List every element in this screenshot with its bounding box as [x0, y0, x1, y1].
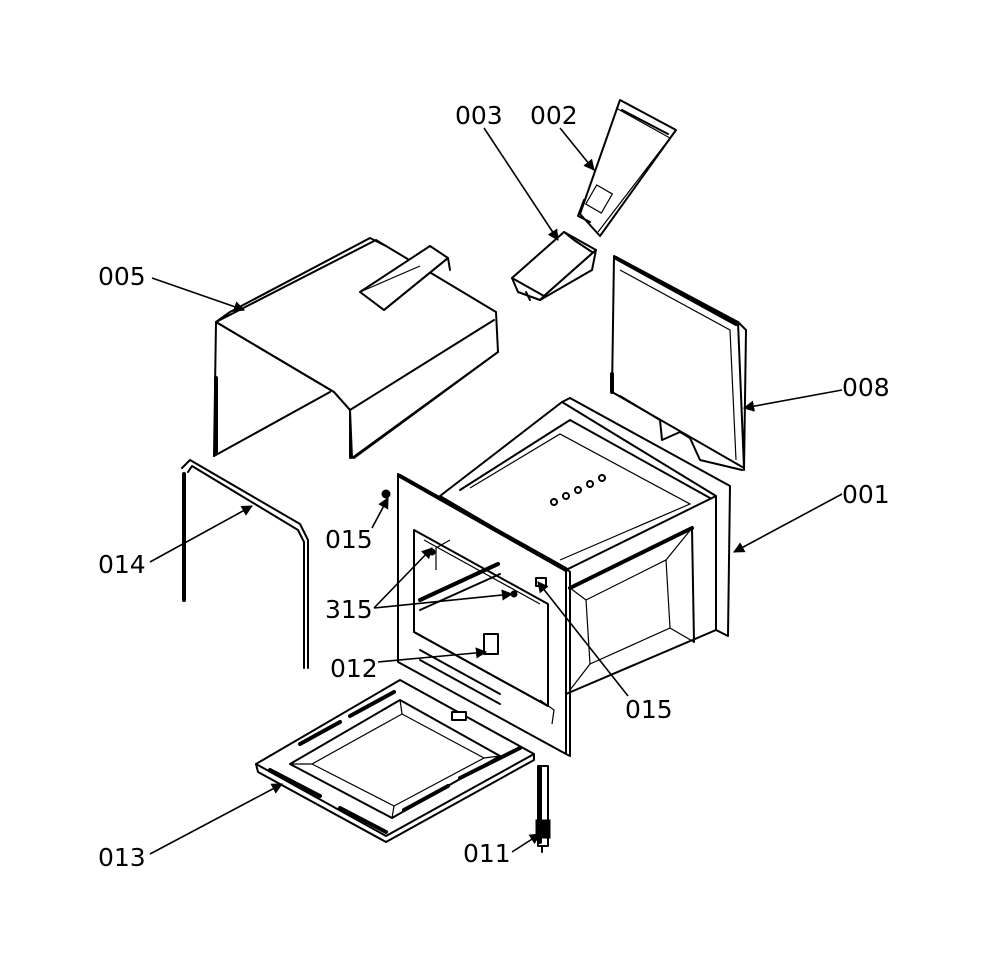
part-013-door	[255, 679, 535, 843]
label-013: 013	[98, 843, 146, 872]
label-005: 005	[98, 262, 146, 291]
label-015-upper: 015	[325, 525, 373, 554]
front-frame	[397, 473, 571, 757]
label-008: 008	[842, 373, 890, 402]
leader-lines	[149, 127, 843, 855]
label-003: 003	[455, 101, 503, 130]
label-011: 011	[463, 839, 511, 868]
part-011-hinge	[535, 765, 551, 853]
label-014: 014	[98, 550, 146, 579]
part-008-back-panel	[610, 255, 747, 471]
part-005-top-cover	[213, 237, 499, 459]
label-002: 002	[530, 101, 578, 130]
part-001-oven-cavity	[439, 397, 731, 695]
label-015-lower: 015	[625, 695, 673, 724]
part-003-control-module	[511, 231, 597, 301]
label-315: 315	[325, 595, 373, 624]
label-012: 012	[330, 654, 378, 683]
part-014-side-rail	[181, 459, 309, 669]
part-002-panel-cover	[577, 99, 677, 237]
label-001: 001	[842, 480, 890, 509]
part-labels: 003 002 005 008 001 014 015 315 012 015 …	[98, 101, 890, 872]
